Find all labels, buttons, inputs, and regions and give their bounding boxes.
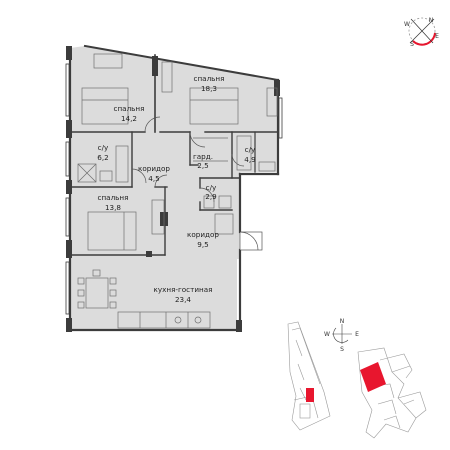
site-map-highlight-large — [360, 362, 386, 392]
compass-top: N W E S — [404, 17, 439, 48]
room-area-corridor-b: 9,5 — [197, 240, 208, 249]
sink-bathroom-b — [258, 161, 276, 172]
room-label-wardrobe: гард. — [193, 152, 213, 161]
room-label-kitchen-living: кухня-гостиная — [154, 285, 213, 294]
compass-map-letter-s: S — [340, 346, 344, 353]
wardrobe-bedroom-a — [161, 61, 173, 93]
room-label-corridor-b: коридор — [187, 230, 219, 239]
compass-map-letter-e: E — [355, 331, 359, 338]
room-label-corridor-a: коридор — [138, 164, 170, 173]
apartment-floor — [70, 46, 278, 330]
compass-map-letter-w: W — [324, 331, 330, 338]
wardrobe-bedroom-c — [151, 199, 165, 235]
corridor-shelf — [214, 213, 234, 235]
sink-bathroom-a — [99, 170, 113, 182]
bed-bedroom-b — [81, 87, 129, 125]
room-label-bathroom-c: с/у — [206, 183, 217, 192]
room-label-bathroom-b: с/у — [245, 145, 256, 154]
tub-bathroom-b — [236, 135, 252, 171]
room-area-bathroom-c: 2,9 — [205, 192, 217, 201]
kitchen-counter — [117, 311, 211, 329]
room-label-bedroom-a: спальня — [194, 74, 225, 83]
room-area-bedroom-b: 14,2 — [121, 114, 137, 123]
room-area-wardrobe: 2,5 — [197, 161, 208, 170]
compass-top-letter-w: W — [404, 21, 410, 28]
room-area-bathroom-b: 4,9 — [244, 155, 256, 164]
room-area-bedroom-a: 18,3 — [201, 84, 217, 93]
sink-bathroom-c — [218, 195, 232, 209]
desk-bedroom-b — [93, 53, 123, 69]
room-labels: спальня 18,3 спальня 14,2 гард. 2,5 с/у … — [97, 74, 256, 304]
room-label-bathroom-a: с/у — [98, 143, 109, 152]
compass-accent-arc — [412, 32, 436, 46]
walls — [68, 44, 280, 332]
compass-map-letter-n: N — [340, 318, 345, 325]
cabinet-bedroom-a — [266, 87, 278, 117]
compass-top-letter-e: E — [435, 33, 439, 40]
windows — [65, 63, 283, 315]
doors — [131, 116, 263, 251]
compass-top-letter-n: N — [429, 17, 434, 24]
dining-table — [85, 277, 109, 309]
site-map-highlight-small — [306, 388, 314, 402]
furniture — [77, 53, 278, 329]
room-label-bedroom-b: спальня — [114, 104, 145, 113]
site-map: N W E S — [287, 318, 427, 439]
compass-top-letter-s: S — [410, 41, 414, 48]
room-area-bedroom-c: 13,8 — [105, 203, 121, 212]
room-area-corridor-a: 4,5 — [148, 174, 159, 183]
toilet-bathroom-c — [203, 195, 215, 209]
room-label-bedroom-c: спальня — [98, 193, 129, 202]
bed-bedroom-c — [87, 211, 137, 251]
tub-bathroom-a — [115, 145, 129, 183]
compass-map — [332, 324, 352, 344]
shower-bathroom-a — [77, 163, 97, 183]
room-area-kitchen-living: 23,4 — [175, 295, 191, 304]
bed-bedroom-a — [189, 87, 239, 125]
room-area-bathroom-a: 6,2 — [97, 153, 108, 162]
